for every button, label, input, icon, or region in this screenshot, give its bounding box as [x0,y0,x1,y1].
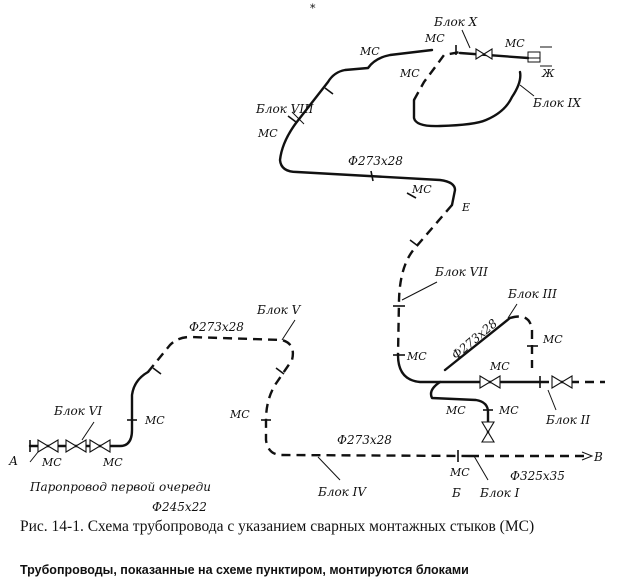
label-block-vii: Блок VII [434,265,488,279]
weld-ticks [29,45,541,462]
label-block-iv: Блок IV [317,485,367,499]
label-point-e: Е [461,201,470,214]
label-ms-iii: МС [542,333,563,346]
label-ms-e: МС [411,183,432,196]
label-point-zh: Ж [541,67,555,80]
label-ms-vi: МС [144,414,165,427]
valve-top [475,48,493,60]
label-ms-top: МС [424,32,445,45]
pipeline-schematic: * Блок X МС МС МС МС Ж Блок IX Блок VIII… [8,2,605,514]
pipe-block-viii [278,48,457,207]
pipe-block-iii [509,315,534,368]
figure-note: Трубопроводы, показанные на схеме пункти… [20,563,469,577]
label-ms-lower-2: МС [498,404,519,417]
pipe-block-vii-bottom [396,353,542,384]
valve-left-2 [65,439,87,453]
pipe-block-v [147,335,471,458]
label-ms-a-1: МС [41,456,62,469]
pipe-block-ix [412,70,522,128]
label-point-b: Б [451,486,461,500]
label-ms-lower-1: МС [445,404,466,417]
label-point-a: А [8,454,18,468]
label-diam-273-diag: Ф273x28 [449,316,500,362]
label-ms-vii: МС [406,350,427,363]
pipe-block-vii [396,204,453,356]
label-diam-273-bottom: Ф273x28 [337,433,392,447]
label-diam-273-top: Ф273x28 [348,154,403,168]
label-ms-block-x: МС [399,67,420,80]
label-point-v: В [593,450,603,464]
label-ms-v: МС [229,408,250,421]
label-steam-line: Паропровод первой очереди [29,480,211,494]
valve-block-i [481,421,495,443]
pipe-block-x-top [458,51,530,60]
leader-lines [29,29,557,481]
label-diam-273-left: Ф273x28 [189,320,244,334]
valve-left-1 [37,439,59,453]
valve-right-2 [551,375,573,389]
label-block-ix: Блок IX [532,96,581,110]
label-block-i: Блок I [479,486,520,500]
label-block-ii: Блок II [545,413,590,427]
label-diam-325: Ф325x35 [510,469,565,483]
valve-left-3 [89,439,111,453]
label-star: * [310,2,316,15]
label-ms-top-right: МС [504,37,525,50]
label-block-vi: Блок VI [53,404,102,418]
label-block-x: Блок X [433,15,478,29]
pipe-block-vi [28,370,150,448]
pipe-block-x [412,50,461,101]
pipe-branch-lower [429,380,490,442]
valve-right-1 [479,375,501,389]
fitting-top-right [527,46,552,67]
label-ms-a-2: МС [102,456,123,469]
label-ms-b: МС [449,466,470,479]
label-ms-viii: МС [257,127,278,140]
pipe-block-iii-diag [443,316,512,372]
label-block-iii: Блок III [507,287,557,301]
figure-caption: Рис. 14-1. Схема трубопровода с указание… [20,518,535,535]
label-block-v: Блок V [256,303,302,317]
label-diam-245: Ф245x22 [152,500,207,514]
label-ms-upper-left: МС [359,45,380,58]
label-block-viii: Блок VIII [255,102,314,116]
arrow-v [581,451,594,461]
label-ms-valve: МС [489,360,510,373]
